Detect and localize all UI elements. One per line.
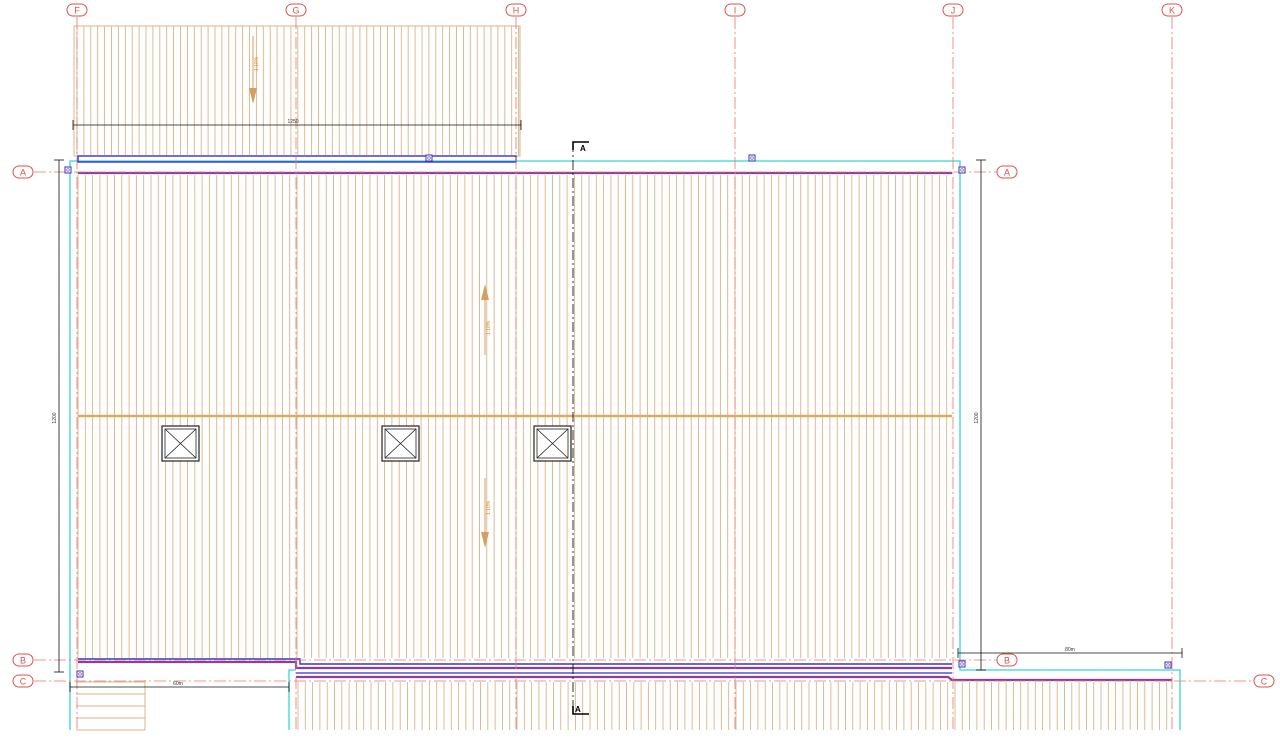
grid-label-C-left: C — [20, 677, 27, 687]
grid-label-C-right: C — [1261, 677, 1268, 687]
grid-bubble-icon — [505, 3, 527, 17]
dimension-height-right: 1200 — [974, 412, 980, 423]
grid-label-B-right: B — [1004, 656, 1010, 666]
grid-bubble-icon — [285, 3, 307, 17]
slope-arrow-icon — [249, 36, 257, 104]
grid-label-I: I — [734, 6, 737, 16]
downpipe-icon — [748, 154, 756, 162]
downpipe-icon — [958, 166, 966, 174]
grid-label-A-left: A — [20, 168, 26, 178]
downpipe-icon — [64, 166, 72, 174]
bottom-fascia — [78, 658, 952, 665]
section-marker-icon — [572, 706, 589, 715]
grid-label-B-left: B — [20, 656, 26, 666]
top-extension-outline — [73, 25, 521, 157]
skylight-icon — [533, 425, 572, 462]
downpipe-icon — [425, 154, 433, 162]
section-label-top: A — [580, 144, 586, 153]
grid-label-H: H — [513, 6, 520, 16]
skylight-icon — [161, 425, 200, 462]
grid-label-A-right: A — [1004, 168, 1010, 178]
roof-outline — [69, 160, 1181, 730]
grid-label-F: F — [74, 6, 80, 16]
grid-bubble-icon — [12, 165, 34, 179]
grid-label-G: G — [292, 6, 299, 16]
grid-bubble-icon — [66, 3, 88, 17]
downpipes — [64, 154, 1172, 678]
grid-bubble-icon — [942, 3, 964, 17]
dimension-top-extension: 1250 — [287, 119, 298, 125]
slope-arrow-icon — [481, 284, 489, 355]
roof-outline-step — [288, 669, 296, 730]
skylight-icon — [381, 425, 420, 462]
slope-label-main-upper: 1:10% — [486, 320, 492, 335]
grid-bubble-icon — [996, 653, 1018, 667]
grid-bubble-icon — [1253, 674, 1275, 688]
grid-bubble-icon — [724, 3, 746, 17]
grid-label-J: J — [951, 6, 956, 16]
slope-label-top-extension: 1:10% — [254, 56, 260, 71]
dimension-height-left: 1200 — [52, 412, 58, 423]
grid-lines — [34, 17, 1252, 732]
grid-label-K: K — [1169, 6, 1175, 16]
dimension-right-extension: 80m — [1065, 647, 1075, 653]
grid-bubbles: F G H I J K A A B B C C — [12, 3, 1275, 688]
downpipe-icon — [1164, 661, 1172, 669]
skylights — [161, 425, 572, 462]
grid-bubble-icon — [1161, 3, 1183, 17]
rafter-pattern — [73, 25, 1168, 731]
slope-label-main-lower: 1:10% — [486, 500, 492, 515]
bottom-gutter — [78, 660, 952, 670]
section-marker-icon — [572, 141, 589, 150]
grid-bubble-icon — [996, 165, 1018, 179]
section-label-bottom: A — [575, 705, 581, 714]
grid-bubble-icon — [12, 653, 34, 667]
downpipe-icon — [958, 660, 966, 668]
dimension-lines — [54, 120, 1183, 692]
lower-gutter — [296, 675, 1172, 682]
slope-arrow-icon — [481, 478, 489, 548]
dimension-bottom-left: 60m — [173, 681, 183, 687]
grid-bubble-icon — [12, 674, 34, 688]
downpipe-icon — [76, 670, 84, 678]
